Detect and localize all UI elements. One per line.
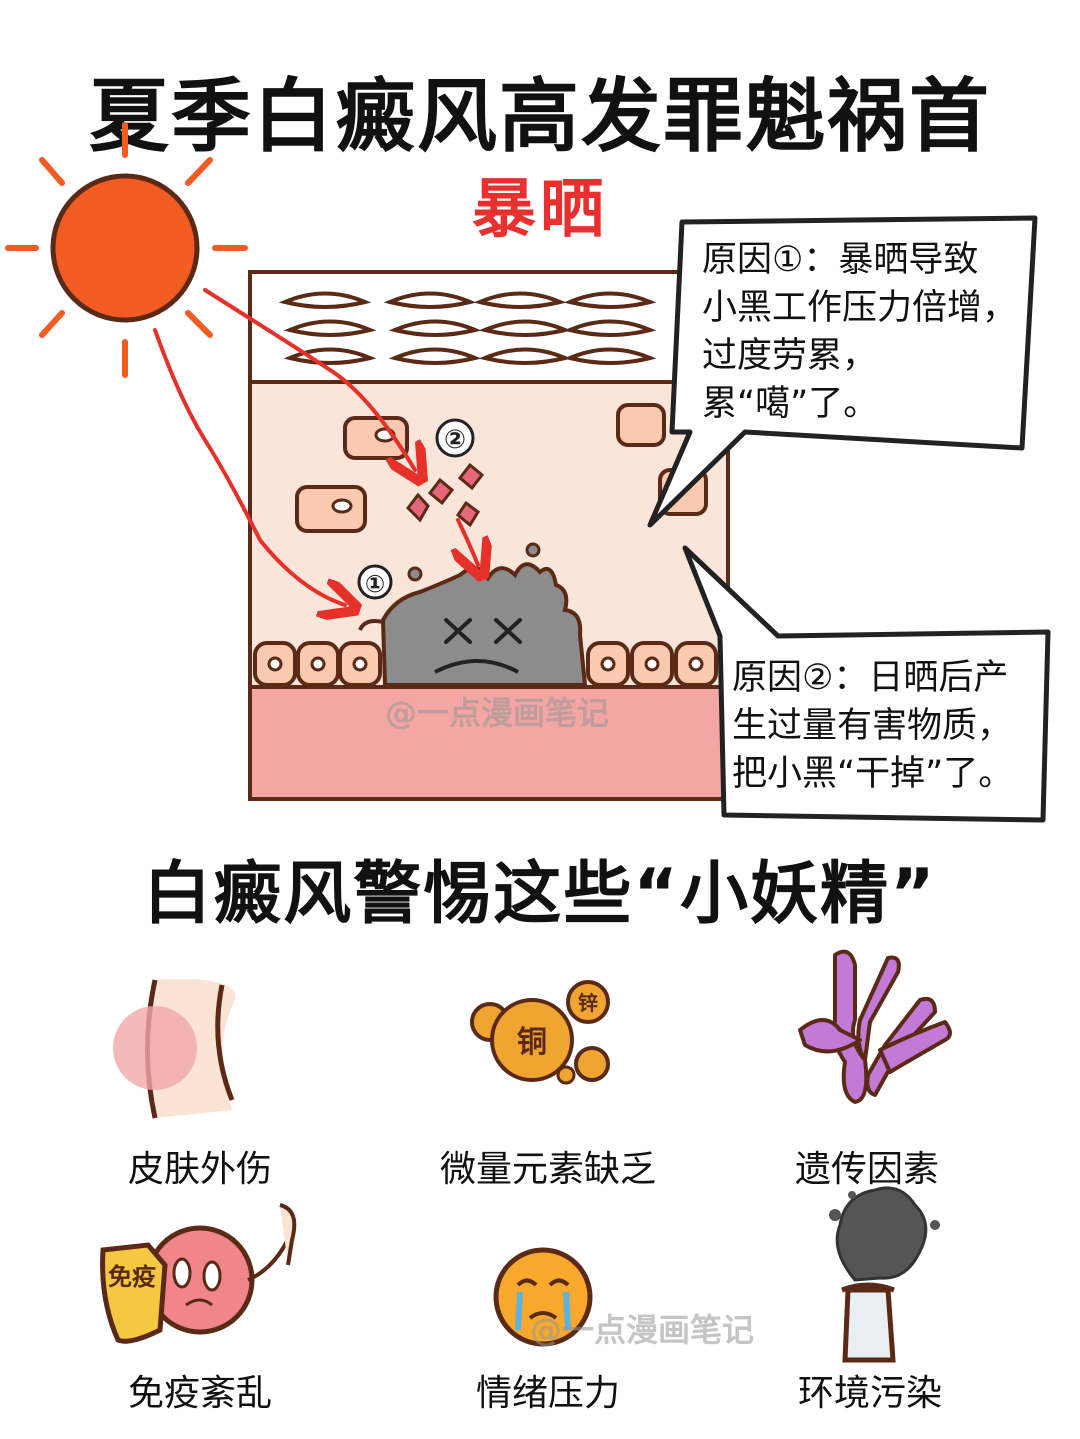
bubble-1-line: 原因①：暴晒导致 xyxy=(702,240,979,280)
zinc-badge: 锌 xyxy=(578,991,598,1015)
immune-badge: 免疫 xyxy=(108,1263,156,1291)
marker-1 xyxy=(357,564,393,600)
cause-label: 情绪压力 xyxy=(475,1373,620,1414)
copper-badge: 铜 xyxy=(517,1025,547,1060)
watermark: @一点漫画笔记 xyxy=(530,1311,755,1349)
cause-label: 遗传因素 xyxy=(794,1149,939,1190)
speech-bubble-2 xyxy=(682,545,1051,823)
bubble-1-line: 累“噶”了。 xyxy=(702,384,879,424)
speech-bubble-1 xyxy=(647,215,1038,528)
bubble-2-line: 把小黑“干掉”了。 xyxy=(732,754,1014,794)
bubble-1-line: 过度劳累， xyxy=(702,336,878,376)
watermark: @一点漫画笔记 xyxy=(385,694,610,732)
cause-label: 环境污染 xyxy=(797,1373,942,1414)
harmful-substance-icon xyxy=(406,462,485,528)
page-subtitle: 暴晒 xyxy=(472,173,608,247)
bubble-1-line: 小黑工作压力倍增， xyxy=(702,288,1018,328)
bubble-2-text: 原因②：日晒后产 生过量有害物质， 把小黑“干掉”了。 xyxy=(732,654,1013,798)
bubble-2-line: 生过量有害物质， xyxy=(732,706,1013,746)
marker-2 xyxy=(435,418,475,458)
skin-wound-icon xyxy=(113,979,236,1119)
section-title: 白癜风警惕这些“小妖精” xyxy=(143,855,937,934)
bubble-2-line: 原因②：日晒后产 xyxy=(732,658,1009,698)
sun-icon xyxy=(5,122,248,378)
immune-shield-icon xyxy=(100,1203,297,1344)
melanocyte-icon xyxy=(358,542,588,687)
cause-label: 皮肤外伤 xyxy=(127,1149,272,1190)
page-title: 夏季白癜风高发罪魁祸首 xyxy=(89,70,991,163)
skin-cross-section xyxy=(248,270,730,801)
crying-face-icon xyxy=(493,1247,593,1347)
uv-ray-arrows xyxy=(153,288,478,605)
trace-elements-icon xyxy=(470,980,610,1085)
bubble-1-text: 原因①：暴晒导致 小黑工作压力倍增， 过度劳累， 累“噶”了。 xyxy=(702,236,1017,428)
chromosome-icon xyxy=(798,949,952,1104)
marker-1-label: ① xyxy=(365,570,385,598)
cause-label: 免疫紊乱 xyxy=(127,1373,272,1414)
smokestack-icon xyxy=(829,1186,940,1363)
marker-2-label: ② xyxy=(444,425,466,455)
cause-label: 微量元素缺乏 xyxy=(439,1149,656,1190)
